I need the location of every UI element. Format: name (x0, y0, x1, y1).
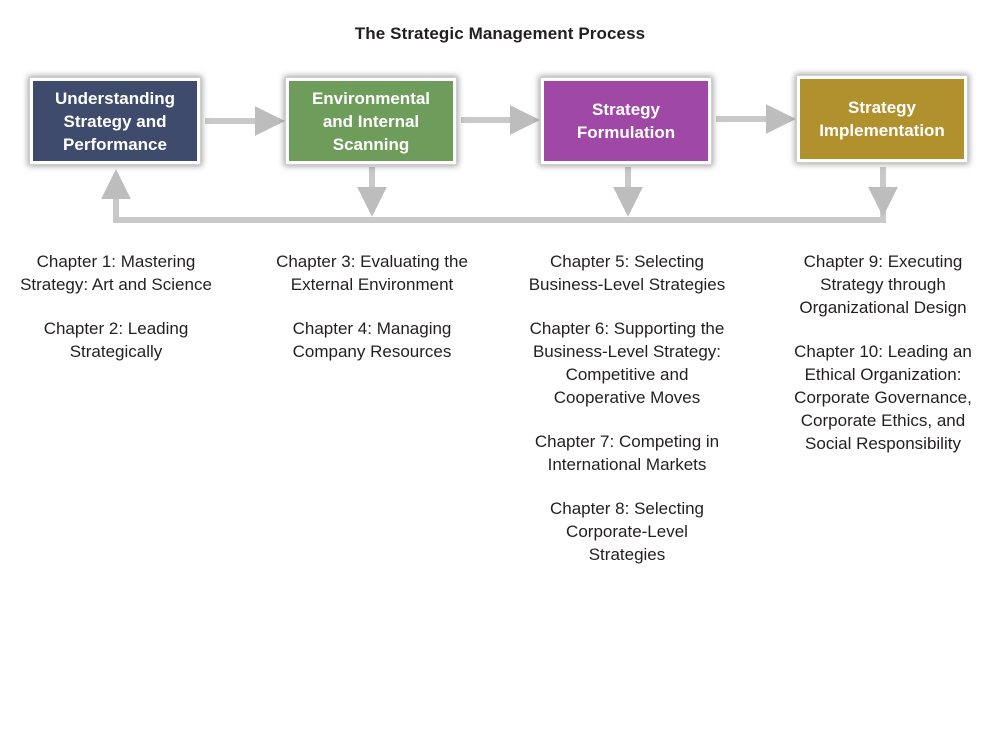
chapter-item: Chapter 4: Managing Company Resources (292, 319, 452, 361)
stage-label: Understanding Strategy and Performance (55, 88, 175, 154)
chapter-item: Chapter 6: Supporting the Business-Level… (529, 319, 725, 407)
stage-label: Strategy Formulation (576, 100, 676, 142)
diagram-title: The Strategic Management Process (354, 24, 646, 43)
chapter-list-implementation: Chapter 9: Executing Strategy through Or… (783, 250, 983, 476)
chapter-list-understanding: Chapter 1: Mastering Strategy: Art and S… (16, 250, 216, 384)
chapter-item: Chapter 7: Competing in International Ma… (534, 432, 720, 474)
stage-box-understanding: Understanding Strategy and Performance (29, 77, 201, 165)
stage-label: Strategy Implementation (819, 98, 945, 140)
chapter-item: Chapter 2: Leading Strategically (43, 319, 189, 361)
chapter-list-formulation: Chapter 5: Selecting Business-Level Stra… (527, 250, 727, 587)
stage-box-scanning: Environmental and Internal Scanning (285, 77, 457, 165)
chapter-item: Chapter 3: Evaluating the External Envir… (276, 252, 468, 294)
chapter-item: Chapter 5: Selecting Business-Level Stra… (528, 252, 726, 294)
chapter-item: Chapter 9: Executing Strategy through Or… (799, 252, 967, 317)
chapter-item: Chapter 10: Leading an Ethical Organizat… (794, 342, 972, 453)
chapter-item: Chapter 1: Mastering Strategy: Art and S… (20, 252, 212, 294)
chapter-list-scanning: Chapter 3: Evaluating the External Envir… (272, 250, 472, 384)
stage-label: Environmental and Internal Scanning (311, 88, 431, 154)
chapter-item: Chapter 8: Selecting Corporate-Level Str… (549, 499, 705, 564)
stage-box-formulation: Strategy Formulation (540, 77, 712, 165)
stage-box-implementation: Strategy Implementation (796, 75, 968, 163)
feedback-loop-line (113, 167, 886, 223)
